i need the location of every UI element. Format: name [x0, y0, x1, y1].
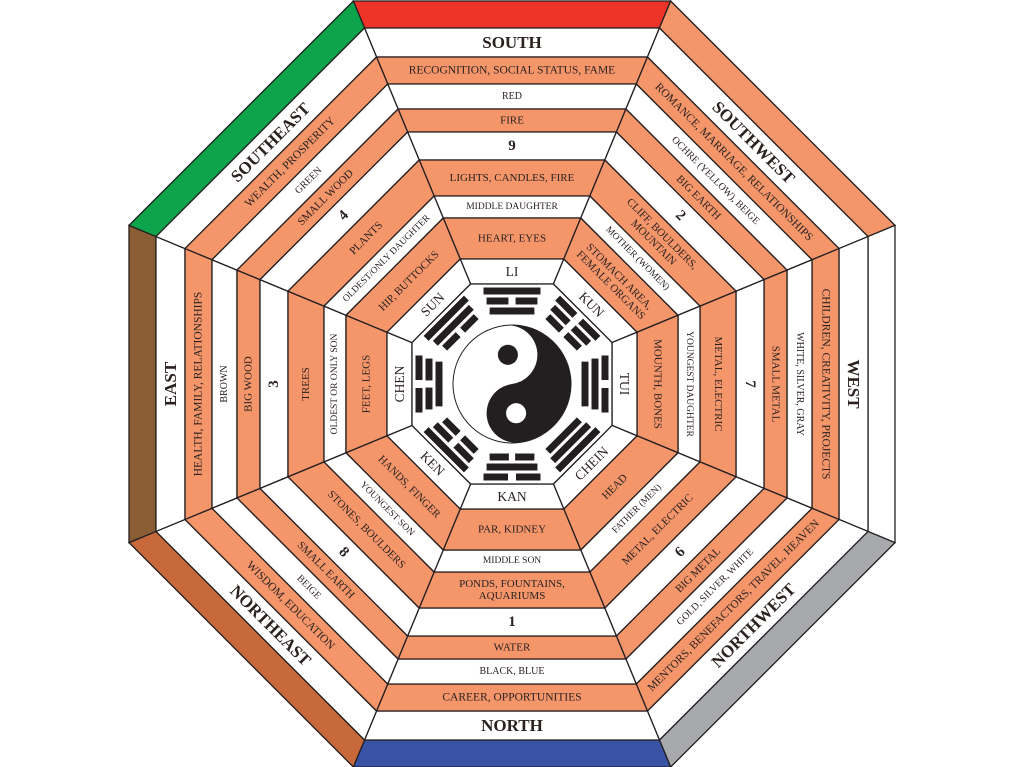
north-feature-label-line: PONDS, FOUNTAINS,	[459, 578, 565, 590]
east-color-label: BROWN	[219, 365, 230, 402]
trigram-broken-line	[442, 417, 461, 436]
west-direction-label: WEST	[844, 359, 863, 409]
north-color-label: BLACK, BLUE	[480, 666, 545, 677]
north-color-band	[352, 739, 672, 767]
trigram-broken-line	[545, 314, 564, 333]
west-number-label: 7	[742, 380, 758, 388]
south-direction-label: SOUTH	[482, 33, 542, 52]
west-trigram-icon	[581, 355, 609, 413]
east-trigram-icon	[415, 355, 443, 413]
south-color-label: RED	[502, 91, 522, 102]
southeast-trigram-icon	[423, 295, 479, 351]
trigram-broken-line	[415, 355, 423, 381]
trigram-solid-line	[486, 463, 538, 471]
north-feature-label-line: AQUARIUMS	[479, 590, 546, 602]
trigram-broken-line	[460, 314, 479, 333]
north-element-label: WATER	[494, 642, 531, 654]
east-number-label: 3	[266, 380, 282, 388]
trigram-solid-line	[591, 358, 599, 410]
south-element-label: FIRE	[500, 115, 524, 127]
trigram-broken-line	[425, 387, 433, 410]
east-feature-label: TREES	[300, 367, 312, 401]
west-family-member-label: YOUNGEST DAUGHTER	[684, 331, 694, 437]
sector-north: NORTH CAREER, OPPORTUNITIES BLACK, BLUE WAT…	[352, 483, 672, 767]
trigram-broken-line	[460, 435, 479, 454]
south-trigram-icon	[483, 287, 541, 315]
south-color-band	[352, 0, 672, 29]
trigram-broken-line	[486, 297, 509, 305]
trigram-solid-line	[550, 422, 592, 464]
trigram-solid-line	[555, 427, 601, 473]
trigram-broken-line	[489, 453, 509, 461]
east-aspiration-label: HEALTH, FAMILY, RELATIONSHIPS	[193, 292, 205, 477]
trigram-broken-line	[415, 387, 423, 413]
north-trigram-name-label: KAN	[497, 489, 526, 504]
east-color-band	[128, 224, 157, 544]
east-family-member-label: OLDEST OR ONLY SON	[330, 334, 340, 435]
trigram-broken-line	[425, 358, 433, 381]
south-body-part-label: HEART, EYES	[478, 233, 546, 245]
sector-east: EAST HEALTH, FAMILY, RELATIONSHIPS BROWN BI…	[128, 224, 413, 544]
north-aspiration-label: CAREER, OPPORTUNITIES	[442, 692, 581, 704]
sector-west: WEST CHILDREN, CREATIVITY, PROJECTS WHITE,…	[611, 224, 896, 544]
east-trigram-name-label: CHEN	[392, 365, 407, 402]
trigram-solid-line	[435, 361, 443, 407]
trigram-broken-line	[578, 318, 601, 341]
trigram-broken-line	[483, 473, 509, 481]
northwest-trigram-icon	[545, 417, 601, 473]
west-body-part-label: MOUNTH, BONES	[652, 339, 664, 429]
north-feature-label: PONDS, FOUNTAINS,AQUARIUMS	[459, 578, 565, 602]
east-direction-label: EAST	[161, 361, 180, 406]
south-number-label: 9	[508, 138, 516, 154]
south-feature-label: LIGHTS, CANDLES, FIRE	[450, 172, 575, 184]
west-color-band	[867, 224, 896, 544]
trigram-broken-line	[550, 304, 571, 326]
west-feature-label: METAL, ELECTRIC	[712, 336, 724, 431]
north-family-member-label: MIDDLE SON	[483, 556, 541, 566]
trigram-broken-line	[563, 332, 582, 351]
center-trigram-disc	[411, 283, 613, 485]
south-trigram-name-label: LI	[506, 264, 519, 279]
trigram-broken-line	[442, 332, 461, 351]
northeast-trigram-icon	[423, 417, 479, 473]
trigram-broken-line	[515, 453, 535, 461]
trigram-broken-line	[432, 422, 454, 443]
trigram-solid-line	[423, 295, 469, 341]
trigram-broken-line	[570, 325, 592, 346]
south-aspiration-label: RECOGNITION, SOCIAL STATUS, FAME	[409, 65, 615, 77]
north-body-part-label: PAR, KIDNEY	[478, 524, 546, 536]
west-color-label: WHITE, SILVER, GRAY	[794, 332, 805, 436]
east-body-part-label: FEET, LEGS	[361, 355, 373, 413]
trigram-broken-line	[601, 355, 609, 381]
trigram-solid-line	[483, 287, 541, 295]
trigram-broken-line	[453, 442, 474, 464]
west-aspiration-label: CHILDREN, CREATIVITY, PROJECTS	[820, 289, 832, 480]
trigram-broken-line	[515, 473, 541, 481]
yin-yang-icon	[452, 324, 572, 444]
bagua-rings: SOUTH RECOGNITION, SOCIAL STATUS, FAME RED…	[127, 0, 897, 767]
southwest-trigram-icon	[545, 295, 601, 351]
trigram-broken-line	[555, 295, 578, 318]
trigram-solid-line	[432, 304, 474, 346]
west-element-label: SMALL METAL	[770, 346, 782, 423]
west-trigram-name-label: TUI	[617, 373, 632, 396]
south-family-member-label: MIDDLE DAUGHTER	[466, 202, 558, 212]
north-number-label: 1	[508, 614, 516, 630]
trigram-solid-line	[581, 361, 589, 407]
north-direction-label: NORTH	[481, 716, 543, 735]
trigram-broken-line	[601, 387, 609, 413]
sector-south: SOUTH RECOGNITION, SOCIAL STATUS, FAME RED…	[352, 0, 672, 285]
trigram-solid-line	[489, 307, 535, 315]
trigram-solid-line	[423, 427, 469, 473]
north-trigram-icon	[483, 453, 541, 481]
east-element-label: BIG WOOD	[243, 356, 255, 412]
trigram-solid-line	[545, 417, 582, 454]
trigram-broken-line	[515, 297, 538, 305]
